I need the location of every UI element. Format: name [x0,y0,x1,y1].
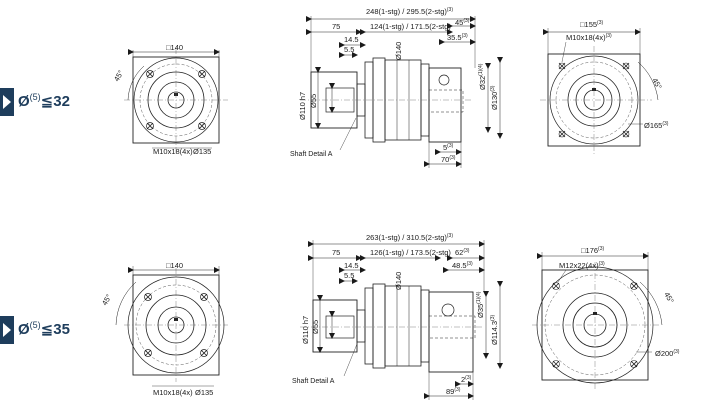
side1-124-dim: 124(1-stg) / 171.5(2-stg) [370,22,451,31]
side2-62-dim: 62(3) [455,248,470,257]
row1-shaft-label: Ø(5)≦32 [18,92,70,110]
side2-48.5-dim: 48.5(3) [452,261,473,270]
row1-marker [0,88,14,116]
side2-89-dim: 89(3) [446,387,461,396]
rear1-angle-dim: 45° [650,77,663,91]
side1-14.5-dim: 14.5 [344,35,359,44]
side1-5-dim: 5(3) [443,143,454,152]
rear2-pcd-dim: Ø200(3) [655,349,680,358]
side1-130-dim: Ø130(3) [490,85,499,110]
rear1-bolt-dim: M10x18(4x)(3) [566,33,612,42]
rear2-square-dim: □176(3) [581,246,604,255]
side1-70-dim: 70(3) [441,155,456,164]
side2-2-dim: 2(3) [461,375,472,384]
side1-5.5-dim: 5.5 [344,45,354,54]
side1-45-dim: 45(3) [455,18,470,27]
side2-5.5-dim: 5.5 [344,271,354,280]
label-suffix: ≦35 [40,321,70,338]
side2-75-dim: 75 [332,248,340,257]
front1-bolt-dim: M10x18(4x) [153,147,193,156]
front-view-1 [124,48,228,152]
front-view-2 [115,266,228,387]
front1-angle-dim: 45° [112,69,125,83]
side2-shaft-detail: Shaft Detail A [292,378,335,385]
side2-140-dim: Ø140 [394,272,403,290]
rear-view-1 [540,28,659,154]
side2-126-dim: 126(1-stg) / 173.5(2-stg) [370,248,451,257]
play-icon [3,323,11,337]
label-suffix: ≦32 [40,93,70,110]
front2-angle-dim: 45° [100,293,113,307]
play-icon [3,95,11,109]
side1-110-dim: Ø110 h7 [298,92,307,120]
rear-view-2 [532,252,663,390]
side1-shaft-detail: Shaft Detail A [290,151,333,158]
rear1-square-dim: □155(3) [580,20,603,29]
front1-square-dim: □140 [166,43,183,52]
label-prefix: Ø [18,93,30,110]
front2-pcd-dim: Ø135 [195,388,213,397]
row2-marker [0,316,14,344]
side2-55-dim: Ø55 [311,320,320,334]
side1-overall-dim: 248(1-stg) / 295.5(2-stg)(3) [366,7,453,16]
rear2-bolt-dim: M12x22(4x)(3) [559,261,605,270]
label-prefix: Ø [18,321,30,338]
front1-pcd-dim: Ø135 [193,147,211,156]
side1-35.5-dim: 35.5(3) [447,33,468,42]
side1-75-dim: 75 [332,22,340,31]
side1-55-dim: Ø55 [309,94,318,108]
side2-14.5-dim: 14.5 [344,261,359,270]
side2-overall-dim: 263(1-stg) / 310.5(2-stg)(3) [366,233,453,242]
rear1-pcd-dim: Ø165(3) [644,121,669,130]
side-view-2 [300,240,503,400]
rear2-angle-dim: 45° [662,291,675,305]
row2-shaft-label: Ø(5)≦35 [18,320,70,338]
side1-32-dim: Ø32(1)(4) [478,63,487,90]
side2-110-dim: Ø110 h7 [301,316,310,344]
front2-square-dim: □140 [166,261,183,270]
side-view-1 [300,16,503,168]
front2-bolt-dim: M10x18(4x) [153,388,193,397]
label-sup: (5) [29,92,41,102]
label-sup: (5) [29,320,41,330]
side2-35-dim: Ø35(1)(4) [476,291,485,318]
side2-114.3-dim: Ø114.3(3) [490,315,499,345]
side1-140-dim: Ø140 [394,42,403,60]
